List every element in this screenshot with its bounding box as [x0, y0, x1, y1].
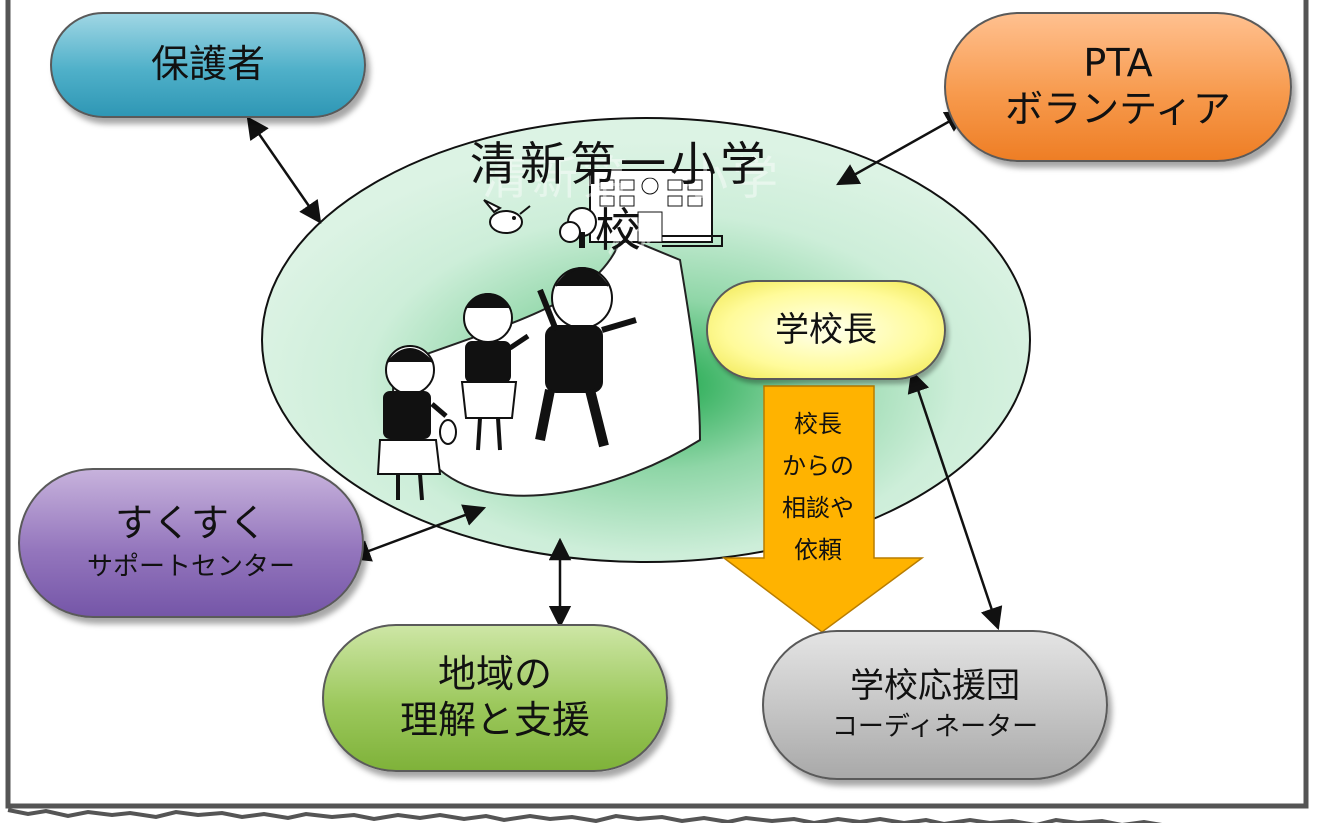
- bird-icon: [483, 199, 531, 234]
- pta-label: PTA: [1083, 41, 1153, 86]
- request-arrow: [721, 385, 925, 633]
- school-title-echo: 清新第一小学校: [482, 151, 782, 271]
- arrow-pta-school: [836, 110, 968, 186]
- children-illustration: [376, 267, 637, 501]
- request-arrow-line-4: 依頼: [794, 536, 842, 564]
- school-title: 清新第一小学校: [470, 137, 770, 257]
- node-support-center: すくすく サポートセンター: [18, 468, 364, 618]
- request-arrow-line-2: からの: [782, 452, 854, 480]
- request-arrow-line-3: 相談や: [782, 494, 854, 522]
- coordinator-subtitle: コーディネーター: [831, 711, 1039, 742]
- arrow-support-school: [347, 504, 487, 562]
- coordinator-title: 学校応援団: [850, 665, 1020, 706]
- node-coordinator: 学校応援団 コーディネーター: [762, 630, 1108, 780]
- support-center-subtitle: サポートセンター: [86, 551, 295, 582]
- request-arrow-line-1: 校長: [794, 410, 842, 438]
- community-line1: 地域の: [437, 652, 552, 697]
- node-pta-volunteer: PTA ボランティア: [944, 12, 1292, 162]
- arrow-parents-school: [246, 116, 322, 224]
- principal-label: 学校長: [775, 309, 877, 350]
- node-principal: 学校長: [706, 280, 946, 380]
- tree-icon: [559, 207, 597, 248]
- frame-rough-bottom: [7, 808, 1163, 823]
- frame-border: [5, 0, 1309, 809]
- parents-label: 保護者: [150, 42, 265, 87]
- arrow-principal-coordinator: [907, 369, 1003, 631]
- school-building-icon: [589, 169, 723, 247]
- node-community: 地域の 理解と支援: [322, 624, 668, 772]
- support-center-title: すくすく: [114, 501, 267, 546]
- node-parents: 保護者: [50, 12, 366, 118]
- community-line2: 理解と支援: [399, 698, 590, 742]
- volunteer-label: ボランティア: [1005, 87, 1231, 131]
